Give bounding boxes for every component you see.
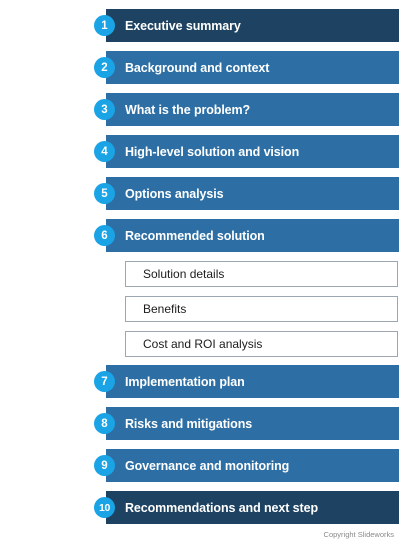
sub-item-label: Solution details: [143, 267, 225, 281]
step-number-badge: 6: [94, 225, 115, 246]
step-number-badge: 4: [94, 141, 115, 162]
sub-item-label: Benefits: [143, 302, 187, 316]
sub-item-benefits: Benefits: [125, 296, 398, 322]
step-bar-3: What is the problem?: [106, 93, 399, 126]
step-number-badge: 5: [94, 183, 115, 204]
sub-item-solution-details: Solution details: [125, 261, 398, 287]
step-number-badge: 2: [94, 57, 115, 78]
step-bar-8: Risks and mitigations: [106, 407, 399, 440]
step-bar-9: Governance and monitoring: [106, 449, 399, 482]
step-number-badge: 8: [94, 413, 115, 434]
step-number-badge: 7: [94, 371, 115, 392]
sub-item-label: Cost and ROI analysis: [143, 337, 263, 351]
step-label: What is the problem?: [125, 102, 251, 117]
step-number-badge: 10: [94, 497, 115, 518]
step-number-badge: 9: [94, 455, 115, 476]
step-number-badge: 1: [94, 15, 115, 36]
step-label: Recommended solution: [125, 228, 265, 243]
step-label: Implementation plan: [125, 374, 245, 389]
step-label: Background and context: [125, 60, 270, 75]
step-label: Risks and mitigations: [125, 416, 253, 431]
step-label: Executive summary: [125, 18, 241, 33]
step-bar-2: Background and context: [106, 51, 399, 84]
step-bar-5: Options analysis: [106, 177, 399, 210]
step-bar-10: Recommendations and next step: [106, 491, 399, 524]
step-bar-7: Implementation plan: [106, 365, 399, 398]
step-label: Options analysis: [125, 186, 224, 201]
step-bar-1: Executive summary: [106, 9, 399, 42]
step-bar-6: Recommended solution: [106, 219, 399, 252]
sub-item-cost-roi: Cost and ROI analysis: [125, 331, 398, 357]
copyright-text: Copyright Slideworks: [323, 530, 394, 539]
step-bar-4: High-level solution and vision: [106, 135, 399, 168]
step-number-badge: 3: [94, 99, 115, 120]
step-label: High-level solution and vision: [125, 144, 300, 159]
step-label: Recommendations and next step: [125, 500, 318, 515]
step-label: Governance and monitoring: [125, 458, 290, 473]
